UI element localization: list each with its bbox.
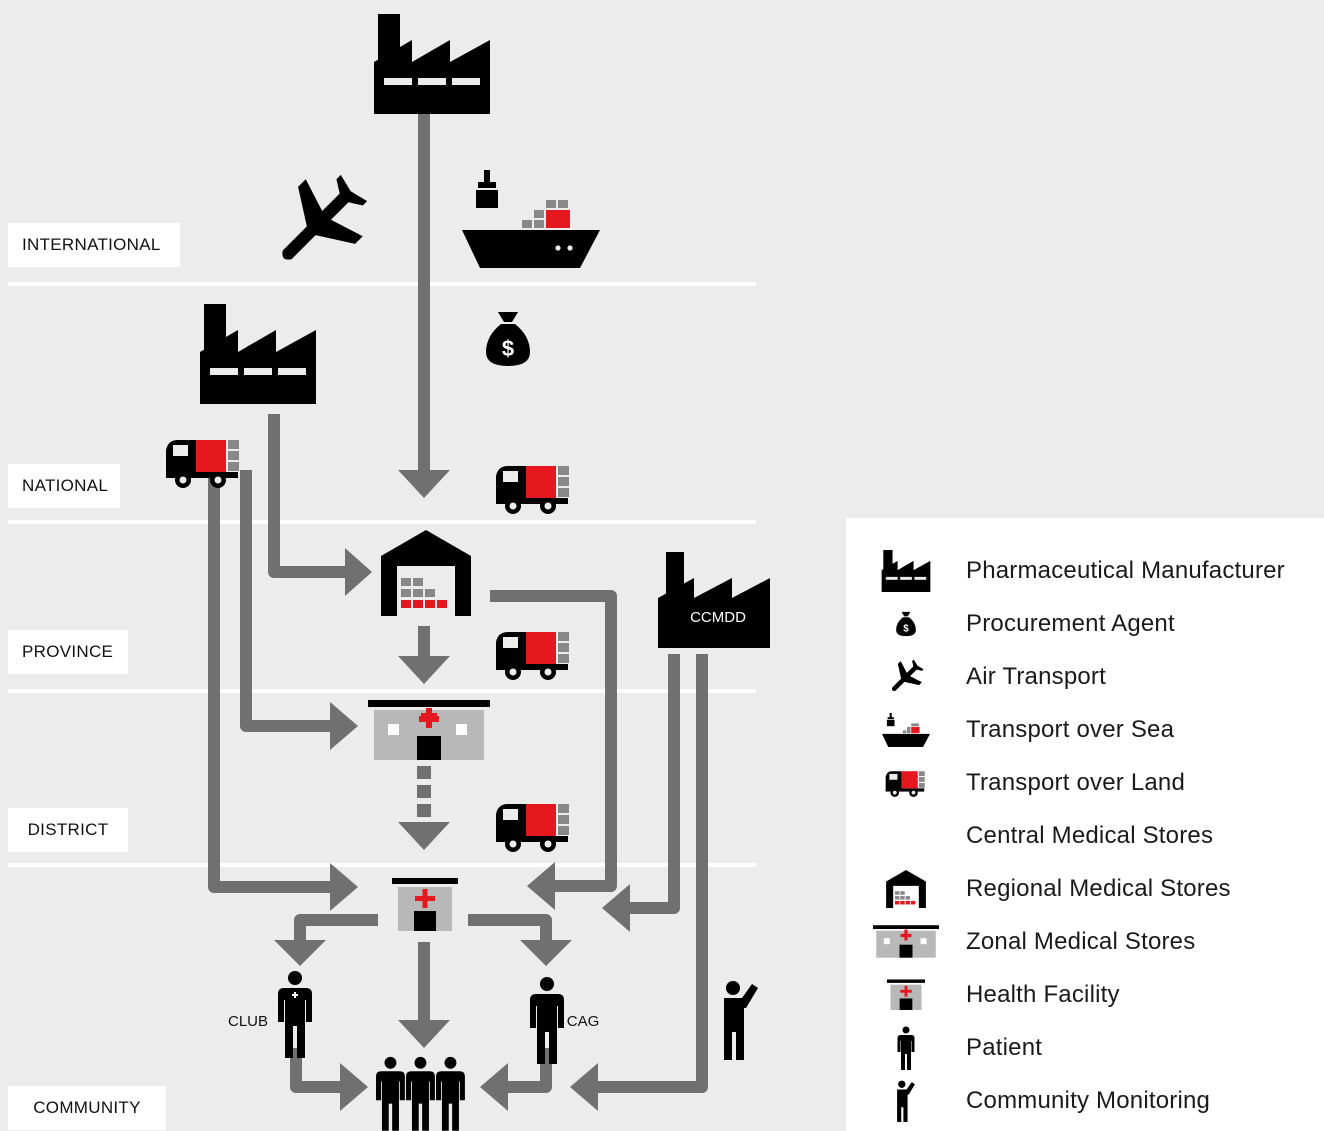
arrow-facility-to-cag	[468, 914, 552, 944]
legend-label: Zonal Medical Stores	[966, 927, 1196, 955]
arrow-national-factory-to-warehouse	[268, 414, 345, 578]
arrows	[208, 114, 708, 1093]
arrow-truck-to-health-facility	[208, 470, 330, 893]
legend-item: Transport over Sea	[846, 703, 1324, 756]
level-community: COMMUNITY	[8, 1086, 166, 1130]
club-patient-icon	[278, 971, 312, 1058]
legend-item: Patient	[846, 1021, 1324, 1074]
separator-province	[8, 689, 756, 693]
health-facility-icon	[846, 968, 966, 1021]
separator-international	[8, 282, 756, 286]
ccmdd-label: CCMDD	[690, 609, 746, 626]
legend-label: Regional Medical Stores	[966, 874, 1231, 902]
svg-text:$: $	[903, 623, 909, 634]
patient-icon	[436, 1056, 465, 1131]
legend-label: Transport over Land	[966, 768, 1186, 796]
legend-label: Health Facility	[966, 980, 1120, 1008]
patient-icon	[846, 1021, 966, 1074]
separator-district	[8, 863, 756, 867]
money-bag-icon: $	[486, 312, 530, 366]
arrow-truck-to-zonal	[240, 470, 330, 732]
arrow-cag-to-community	[508, 1048, 552, 1093]
warehouse-icon	[381, 530, 471, 616]
legend-item: Transport over Land	[846, 756, 1324, 809]
patient-icon	[406, 1056, 435, 1131]
svg-text:$: $	[502, 336, 514, 361]
legend-item: Pharmaceutical Manufacturer	[846, 544, 1324, 597]
money-bag-icon: $	[846, 597, 966, 650]
arrow-facility-to-club	[294, 914, 378, 944]
ccmdd-factory-icon	[658, 552, 770, 648]
truck-icon	[846, 756, 966, 809]
legend-label: Pharmaceutical Manufacturer	[966, 556, 1285, 584]
legend-item: Regional Medical Stores	[846, 862, 1324, 915]
cag-label: CAG	[567, 1013, 600, 1030]
legend-label: Patient	[966, 1033, 1043, 1061]
legend-item: Community Monitoring	[846, 1074, 1324, 1127]
arrow-club-to-community	[290, 1048, 340, 1093]
factory-icon	[846, 544, 966, 597]
zonal-store-icon	[846, 915, 966, 968]
dashed-arrow-zonal-to-district	[417, 766, 431, 817]
level-district: DISTRICT	[8, 808, 128, 852]
legend-label: Community Monitoring	[966, 1086, 1211, 1114]
level-international: INTERNATIONAL	[8, 223, 180, 267]
legend-label: Transport over Sea	[966, 715, 1175, 743]
legend-label: Central Medical Stores	[966, 821, 1214, 849]
patient-icon	[376, 1056, 405, 1131]
legend-item: $ Procurement Agent	[846, 597, 1324, 650]
community-monitor-icon	[724, 981, 758, 1060]
central-medical-stores-icon	[846, 809, 966, 862]
community-monitor-icon	[846, 1074, 966, 1127]
level-province: PROVINCE	[8, 630, 128, 674]
separator-national	[8, 520, 756, 524]
zonal-store-icon	[368, 700, 490, 760]
truck-icon	[496, 466, 569, 514]
airplane-icon	[846, 650, 966, 703]
arrow-ccmdd-to-cag	[630, 654, 680, 914]
legend-panel: Pharmaceutical Manufacturer $ Procuremen…	[846, 518, 1324, 1131]
factory-icon	[200, 304, 316, 404]
legend-label: Air Transport	[966, 662, 1106, 690]
level-national: NATIONAL	[8, 464, 120, 508]
legend-item: Zonal Medical Stores	[846, 915, 1324, 968]
ship-icon	[846, 703, 966, 756]
factory-icon	[374, 14, 490, 114]
legend-label: Procurement Agent	[966, 609, 1175, 637]
ship-icon	[462, 170, 600, 268]
arrowheads	[274, 470, 630, 1111]
truck-icon	[496, 804, 569, 852]
legend-item: Air Transport	[846, 650, 1324, 703]
legend-item: Health Facility	[846, 968, 1324, 1021]
warehouse-icon	[846, 862, 966, 915]
club-label: CLUB	[228, 1013, 268, 1030]
health-facility-icon	[392, 878, 458, 931]
arrow-ccmdd-to-community	[598, 654, 708, 1093]
airplane-icon	[282, 174, 368, 260]
truck-icon	[496, 632, 569, 680]
legend-item: Central Medical Stores	[846, 809, 1324, 862]
arrow-warehouse-to-health-facility	[490, 590, 617, 892]
truck-icon	[166, 440, 239, 488]
